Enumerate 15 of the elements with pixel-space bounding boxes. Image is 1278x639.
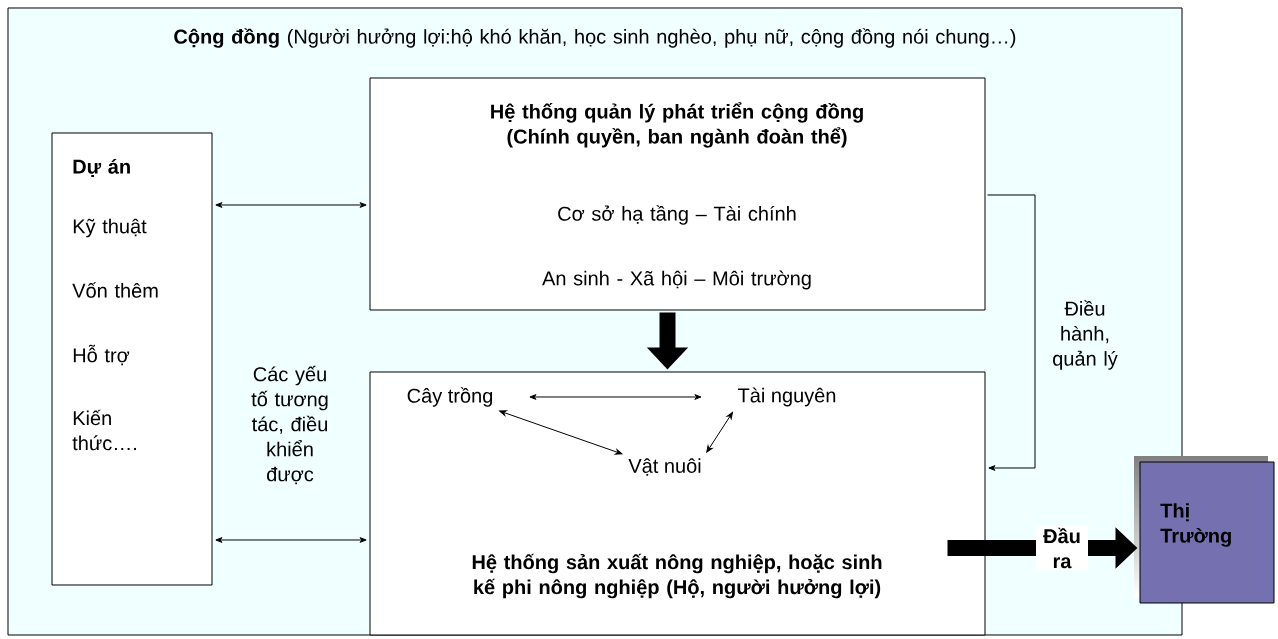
management-box: Hệ thống quản lý phát triển cộng đồng (Chính quyền, ban ngành đoàn thể) Cơ sở hạ tầng – Tài chính An sinh - Xã hội – Môi trường <box>369 77 986 311</box>
edge-label: Đầu ra <box>1036 525 1088 571</box>
market-box: Thị Trường <box>1134 456 1275 604</box>
project-box: Dự án Kỹ thuật Vốn thêm Hỗ trợ Kiến thức…. <box>51 132 213 586</box>
arrow <box>499 410 623 455</box>
item-text: Cây trồng <box>407 387 493 407</box>
connector-line <box>987 194 1036 471</box>
item-text: Vật nuôi <box>628 458 701 476</box>
arrow <box>706 411 733 453</box>
arrow <box>215 202 367 208</box>
arrow <box>529 394 702 400</box>
item-text: Tài nguyên <box>738 387 836 407</box>
edge-label: Điều hành, quản lý <box>1038 298 1132 372</box>
note-text: Các yếu tố tương tác, điều khiển được <box>251 365 328 485</box>
arrow <box>215 537 367 543</box>
